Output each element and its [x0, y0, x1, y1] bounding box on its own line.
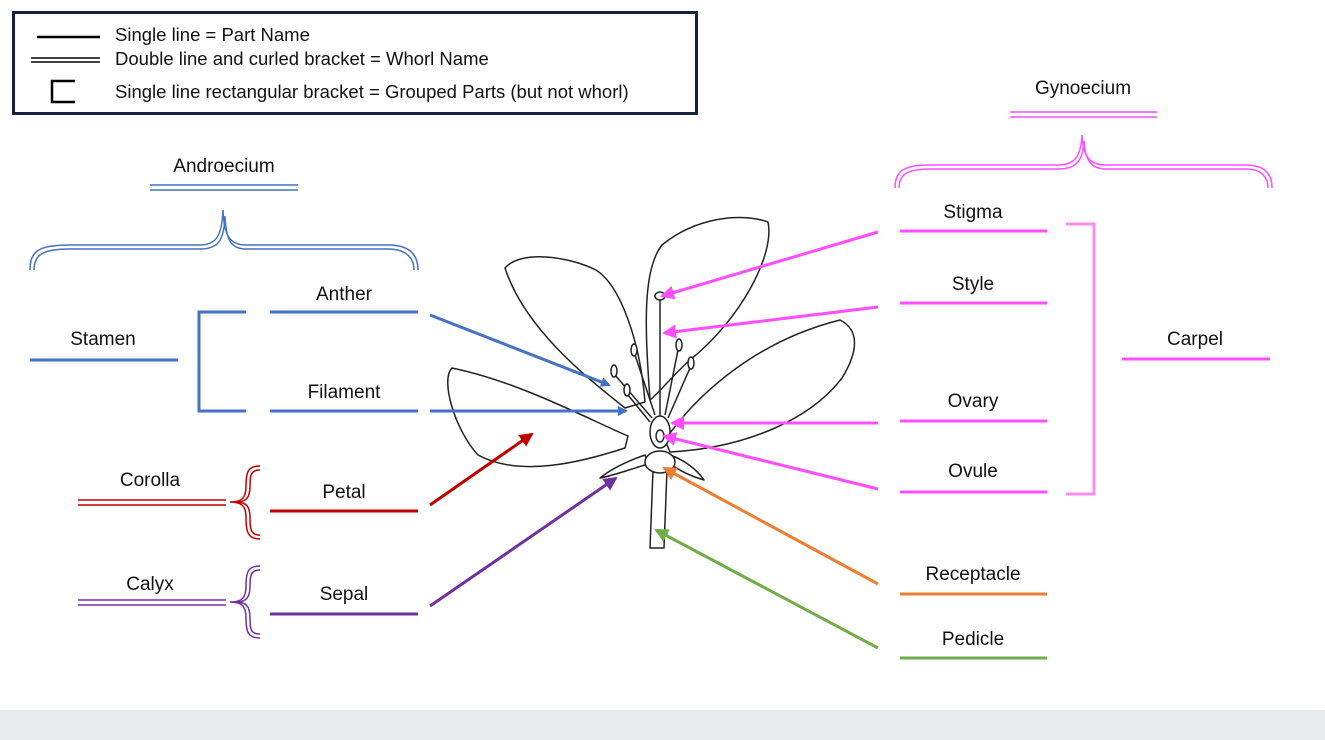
stamen-label: Stamen [70, 329, 135, 350]
androecium-curly-bracket-a [29, 209, 419, 271]
receptacle-label: Receptacle [925, 564, 1020, 585]
petal-left [447, 367, 629, 468]
flower-illustration [447, 216, 856, 549]
stigma-label: Stigma [943, 202, 1003, 223]
androecium-curly-bracket-b [33, 215, 415, 271]
filament-3 [664, 349, 679, 416]
style-label: Style [952, 274, 994, 295]
stamen-rect-bracket [197, 310, 246, 413]
petal-upper-left [504, 256, 646, 409]
gynoecium-label: Gynoecium [1035, 78, 1131, 99]
sepal-left [599, 454, 649, 479]
anther-label: Anther [316, 284, 373, 305]
pedicle-label: Pedicle [942, 629, 1004, 650]
carpel-rect-bracket [1066, 222, 1096, 496]
style-arrow [662, 305, 879, 339]
filament-label: Filament [308, 382, 382, 403]
anther-3 [675, 338, 683, 352]
androecium-label: Androecium [173, 156, 274, 177]
legend-rect-bracket-text: Single line rectangular bracket = Groupe… [115, 81, 629, 102]
corolla-curly-bracket-a [229, 465, 261, 540]
gynoecium-curly-bracket-b [898, 140, 1269, 189]
legend-symbols [31, 35, 100, 104]
receptacle-arrow [662, 466, 879, 586]
calyx-curly-bracket-b [235, 569, 261, 635]
ovary-label: Ovary [948, 391, 999, 412]
ovule-label: Ovule [948, 461, 998, 482]
pedicel-stem [649, 469, 668, 549]
corolla-label: Corolla [120, 470, 181, 491]
petal-label: Petal [322, 482, 365, 503]
ovule-shape [655, 429, 665, 443]
filament-4 [667, 367, 691, 419]
legend-box: Single line = Part Name Double line and … [12, 11, 698, 115]
receptacle-shape [644, 450, 676, 474]
pedicle-arrow [654, 528, 879, 650]
filament-5 [627, 394, 651, 423]
anther-2 [630, 343, 638, 357]
anther-5 [623, 383, 631, 397]
anther-arrow [429, 313, 611, 387]
footer-band [0, 710, 1325, 740]
petal-right [664, 319, 856, 453]
sepal-arrow [429, 476, 618, 608]
calyx-label: Calyx [126, 574, 174, 595]
ovule-arrow [662, 432, 879, 491]
legend-rect-bracket [50, 79, 75, 104]
legend-single-line-text: Single line = Part Name [115, 24, 310, 45]
gynoecium-curly-bracket-a [894, 134, 1273, 189]
petal-arrow [429, 432, 534, 507]
calyx-curly-bracket-a [229, 565, 261, 639]
filament-1 [614, 374, 653, 419]
anther-1 [610, 364, 618, 378]
filament-2 [634, 354, 656, 416]
legend-double-line-text: Double line and curled bracket = Whorl N… [115, 48, 489, 69]
carpel-label: Carpel [1167, 329, 1223, 350]
anther-4 [687, 356, 695, 370]
corolla-curly-bracket-b [235, 469, 261, 536]
sepal-label: Sepal [320, 584, 369, 605]
stigma-arrow [660, 230, 879, 300]
